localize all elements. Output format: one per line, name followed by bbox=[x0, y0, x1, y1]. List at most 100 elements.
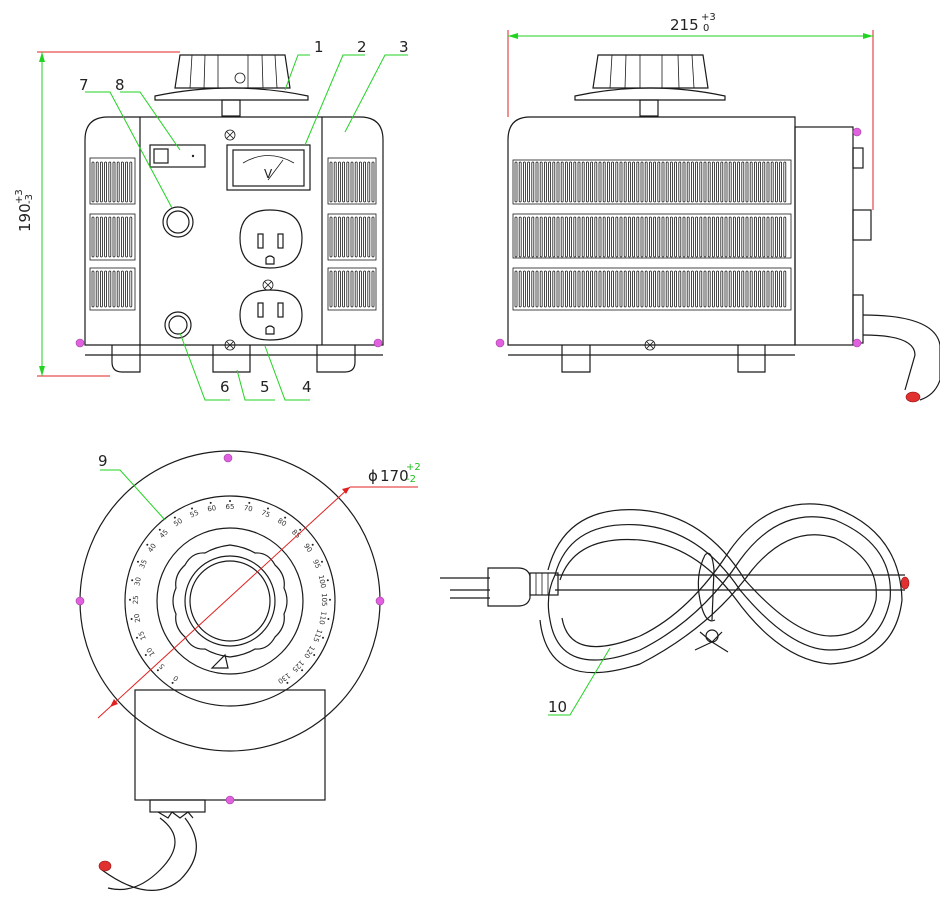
vent-slot bbox=[590, 161, 593, 203]
callout-7: 7 bbox=[79, 76, 89, 94]
vent-slot bbox=[569, 216, 572, 258]
dial-tick bbox=[171, 681, 174, 684]
dial-tick bbox=[326, 579, 329, 582]
height-upper-tol: +3 bbox=[14, 189, 25, 204]
vent-slot bbox=[758, 161, 761, 203]
vent-slot bbox=[686, 270, 690, 308]
vent-slot bbox=[615, 270, 619, 308]
vent-slot bbox=[657, 270, 661, 308]
side-panel bbox=[794, 126, 854, 346]
vent-slot bbox=[724, 216, 728, 258]
vent-slot bbox=[354, 270, 358, 308]
dial-scale-label: 115 bbox=[311, 628, 323, 643]
vent-slot bbox=[358, 270, 362, 308]
vent-slot bbox=[95, 216, 99, 258]
vent-slot bbox=[665, 161, 669, 203]
dial-scale-label: 20 bbox=[133, 613, 142, 623]
vent-slot bbox=[628, 216, 631, 258]
vent-slot bbox=[657, 161, 661, 203]
dial-tick bbox=[267, 507, 269, 510]
vent-slot bbox=[741, 216, 745, 258]
vent-slot bbox=[539, 270, 543, 308]
vent-slot bbox=[749, 270, 753, 308]
dial-scale-label: 35 bbox=[138, 558, 149, 569]
vent-slot bbox=[623, 270, 627, 308]
dial-tick bbox=[229, 500, 231, 502]
vent-slot bbox=[350, 216, 354, 258]
vent-slot bbox=[346, 161, 350, 203]
vent-slot bbox=[333, 270, 337, 308]
outlet-upper bbox=[239, 209, 303, 269]
vent-slot bbox=[628, 270, 631, 308]
vent-slot bbox=[350, 270, 354, 308]
vent-slot bbox=[125, 270, 128, 308]
vent-slot bbox=[682, 270, 686, 308]
vent-slot bbox=[779, 216, 782, 258]
vent-slot bbox=[535, 161, 539, 203]
vent-slot bbox=[586, 216, 589, 258]
dial-tick bbox=[248, 501, 251, 504]
dial-scale-label: 15 bbox=[137, 630, 148, 641]
vent-slot bbox=[573, 270, 577, 308]
vent-slot bbox=[695, 270, 698, 308]
vent-slot bbox=[712, 216, 715, 258]
dial-tick bbox=[299, 528, 302, 531]
vent-slot bbox=[703, 216, 707, 258]
vent-slot bbox=[758, 216, 761, 258]
vent-slot bbox=[783, 216, 787, 258]
vent-slot bbox=[661, 216, 665, 258]
vent-slot bbox=[644, 161, 648, 203]
vent-slot bbox=[363, 216, 367, 258]
dial-tick bbox=[191, 507, 193, 510]
vent-slot bbox=[632, 270, 635, 308]
vent-slot bbox=[716, 216, 719, 258]
vent-slot bbox=[129, 161, 133, 203]
vent-slot bbox=[682, 216, 686, 258]
vent-slot bbox=[91, 161, 95, 203]
vent-slot bbox=[358, 161, 362, 203]
vent-slot bbox=[560, 270, 564, 308]
vent-slot bbox=[354, 216, 358, 258]
vent-slot bbox=[728, 270, 732, 308]
vent-slot bbox=[586, 270, 589, 308]
vent-slot bbox=[762, 161, 766, 203]
vent-slot bbox=[104, 216, 107, 258]
vent-slot bbox=[720, 216, 724, 258]
vent-slot bbox=[649, 270, 652, 308]
vent-slot bbox=[531, 216, 535, 258]
vent-slot bbox=[337, 270, 341, 308]
side-view: 215 +3 0 bbox=[495, 12, 940, 403]
vent-slot bbox=[552, 216, 556, 258]
vent-slot bbox=[527, 161, 530, 203]
front-view: V bbox=[14, 38, 409, 401]
vent-slot bbox=[749, 216, 753, 258]
vent-slot bbox=[573, 161, 577, 203]
vent-slot bbox=[628, 161, 631, 203]
front-feet bbox=[85, 345, 383, 373]
side-knob bbox=[574, 54, 726, 117]
vent-slot bbox=[535, 216, 539, 258]
vent-slot bbox=[116, 161, 120, 203]
vent-slot bbox=[602, 161, 606, 203]
vent-slot bbox=[371, 161, 375, 203]
vent-slot bbox=[556, 270, 560, 308]
vent-slot bbox=[544, 216, 547, 258]
vent-slot bbox=[100, 270, 103, 308]
callout-2: 2 bbox=[357, 38, 367, 56]
vent-slot bbox=[333, 216, 337, 258]
dial-tick bbox=[313, 654, 316, 656]
dial-scale-label: 50 bbox=[172, 517, 184, 529]
callout-3: 3 bbox=[399, 38, 409, 56]
dial-tick bbox=[130, 618, 133, 620]
dial-tick bbox=[173, 516, 176, 519]
dial-tick bbox=[158, 528, 161, 531]
vent-slot bbox=[657, 216, 661, 258]
vent-slot bbox=[104, 270, 107, 308]
dial-tick bbox=[311, 543, 314, 546]
vent-slot bbox=[560, 161, 564, 203]
vent-slot bbox=[371, 216, 375, 258]
vent-slot bbox=[762, 270, 766, 308]
vent-slot bbox=[329, 270, 333, 308]
